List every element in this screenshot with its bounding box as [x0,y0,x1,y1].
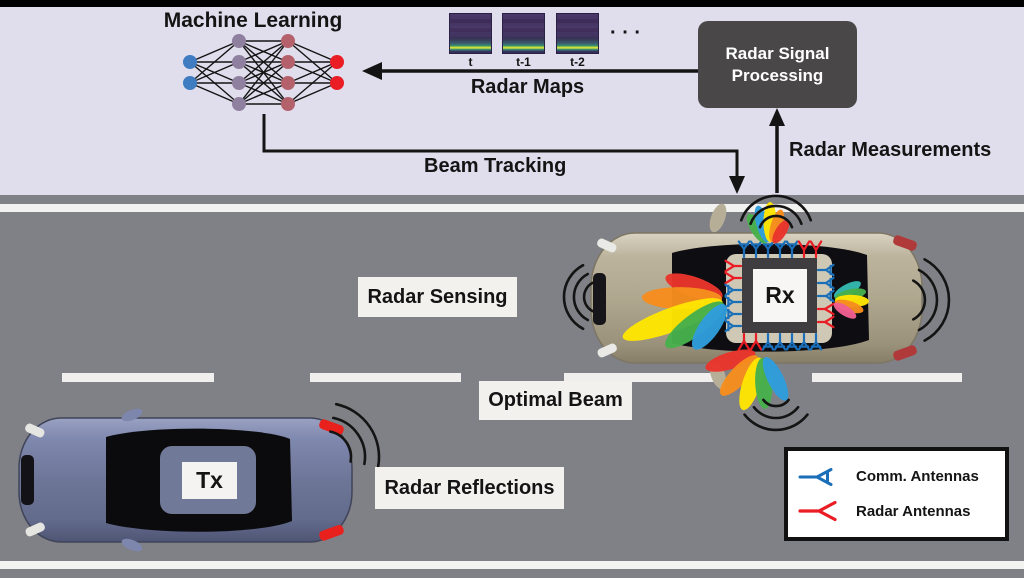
spectrogram-label-t: t [468,55,473,69]
ellipsis: · · · [610,22,642,44]
beam-tracking-label: Beam Tracking [424,155,567,177]
radar-antenna-icon [798,501,837,522]
radar-measurements-label: Radar Measurements [789,139,992,161]
lane-dash [62,373,214,382]
road-edge-bottom [0,561,1024,569]
spectrogram-label-t2: t-2 [570,55,585,69]
radar-reflections-label: Radar Reflections [375,467,564,509]
legend-label-comm: Comm. Antennas [856,468,979,486]
lane-dash [564,373,717,382]
radar-map-spectrogram-t1 [502,13,545,54]
radar-map-spectrogram-t2 [556,13,599,54]
rx-tag: Rx [753,269,807,322]
tx-tag: Tx [182,462,237,499]
comm-antenna-icon [798,467,833,486]
spectrogram-label-t1: t-1 [516,55,531,69]
road-edge-top [0,204,1024,212]
legend-row-comm: Comm. Antennas [798,466,995,488]
radar-map-spectrogram-t [449,13,492,54]
lane-dash [812,373,962,382]
optimal-beam-label: Optimal Beam [479,381,632,420]
radar-maps-label: Radar Maps [470,76,585,98]
antenna-legend: Comm. Antennas Radar Antennas [784,447,1009,541]
lane-dash [310,373,461,382]
legend-row-radar: Radar Antennas [798,500,995,522]
radar-sensing-label: Radar Sensing [358,277,517,317]
legend-label-radar: Radar Antennas [856,502,971,520]
machine-learning-title: Machine Learning [163,9,343,32]
radar-signal-processing-box: Radar Signal Processing [698,21,857,108]
